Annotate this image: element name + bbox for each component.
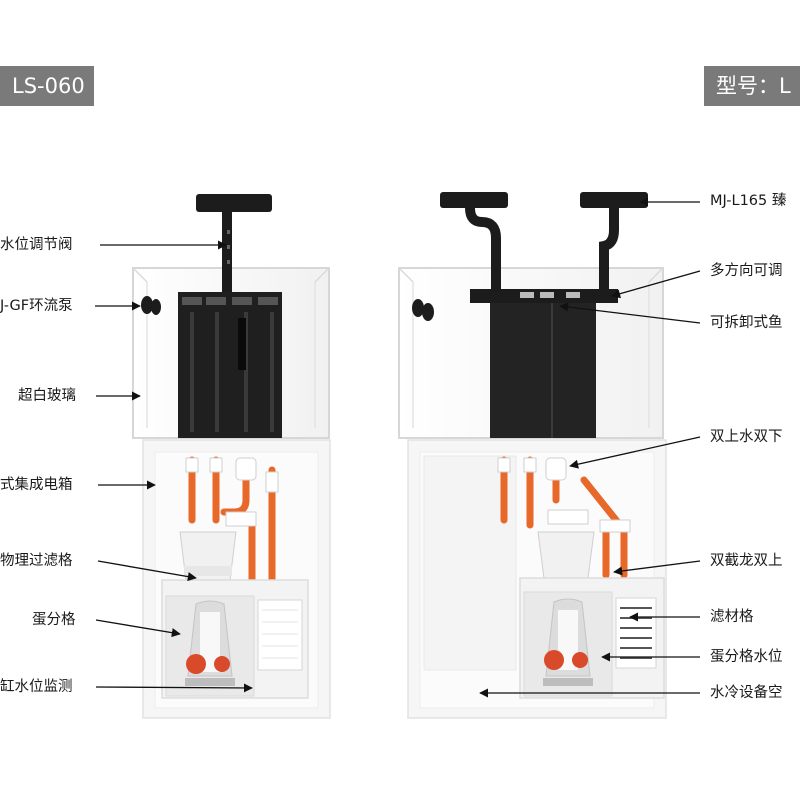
right-filter-cup (537, 531, 595, 579)
left-protein-skimmer (185, 600, 235, 686)
label-protein-skimmer-chamber: 蛋分格 (32, 612, 76, 628)
left-model-tag: LS-060 (0, 66, 94, 106)
right-light-left (440, 192, 508, 292)
left-filter-media-rack (257, 599, 303, 671)
label-chiller-space: 水冷设备空 (710, 685, 783, 701)
left-aquarium (95, 194, 331, 719)
label-circulation-pump: J-GF环流泵 (0, 298, 73, 314)
left-circulation-pump (141, 296, 161, 315)
label-physical-filter: 物理过滤格 (0, 553, 73, 569)
right-aquarium (398, 192, 701, 719)
right-pipes (497, 456, 631, 579)
label-water-level-valve: 水位调节阀 (0, 237, 73, 253)
left-overflow-box (178, 292, 282, 438)
right-overflow-box (490, 303, 596, 438)
left-light (196, 194, 272, 292)
label-tank-water-monitor: 缸水位监测 (0, 679, 73, 695)
label-integrated-electric-box: 式集成电箱 (0, 477, 73, 493)
right-filter-media-rack (615, 597, 657, 669)
right-light-right (580, 192, 648, 292)
label-dual-overflow: 双截龙双上 (710, 553, 783, 569)
left-pipes (185, 456, 279, 594)
right-protein-skimmer (543, 598, 593, 686)
label-mj-l165-light: MJ-L165 臻 (710, 193, 787, 209)
label-filter-media-chamber: 滤材格 (710, 609, 754, 625)
label-dual-inlet-outlet: 双上水双下 (710, 429, 783, 445)
label-multi-direction-adjustable: 多方向可调 (710, 263, 783, 279)
left-leader-lines (95, 240, 253, 693)
label-skimmer-water-level: 蛋分格水位 (710, 649, 783, 665)
right-circulation-pump (412, 299, 434, 321)
label-removable-fish: 可拆卸式鱼 (710, 315, 783, 331)
right-model-tag: 型号：L (704, 66, 800, 106)
label-ultra-clear-glass: 超白玻璃 (18, 388, 76, 404)
right-leader-lines (479, 197, 701, 698)
